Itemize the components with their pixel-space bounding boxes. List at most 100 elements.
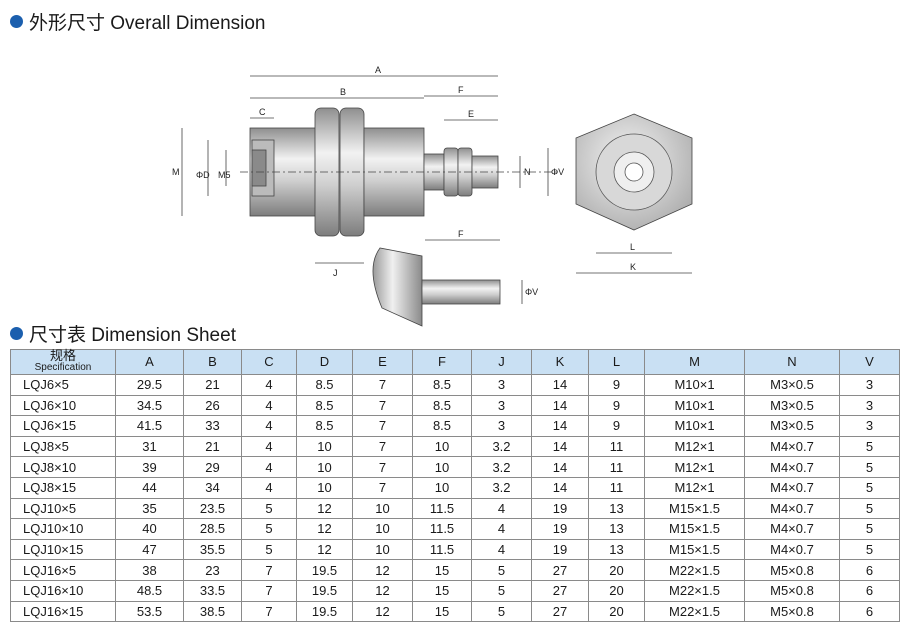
value-cell: 9 (588, 415, 645, 437)
value-cell: 35.5 (183, 538, 242, 561)
col-header: B (183, 349, 242, 375)
label-c: C (259, 107, 266, 117)
value-cell: M3×0.5 (744, 415, 840, 437)
value-cell: 6 (839, 579, 900, 602)
value-cell: 12 (296, 538, 353, 561)
front-view (575, 113, 693, 274)
value-cell: M10×1 (644, 415, 745, 437)
value-cell: 10 (412, 476, 472, 499)
value-cell: 7 (352, 394, 413, 417)
value-cell: 7 (352, 435, 413, 458)
label-j: J (333, 268, 338, 278)
spec-cell: LQJ10×15 (10, 538, 116, 561)
value-cell: 4 (241, 415, 297, 437)
value-cell: 10 (352, 497, 413, 520)
value-cell: 7 (352, 374, 413, 396)
value-cell: 47 (115, 538, 184, 561)
value-cell: 8.5 (412, 415, 472, 437)
spec-cell: LQJ8×15 (10, 476, 116, 499)
label-v-detail: ΦV (525, 287, 538, 297)
value-cell: 7 (241, 579, 297, 602)
value-cell: 21 (183, 435, 242, 458)
value-cell: 11 (588, 476, 645, 499)
value-cell: M4×0.7 (744, 518, 840, 540)
dimension-sheet-title: 尺寸表 Dimension Sheet (10, 320, 236, 347)
value-cell: 12 (352, 579, 413, 602)
value-cell: 14 (531, 435, 589, 458)
spec-cell: LQJ8×5 (10, 435, 116, 458)
value-cell: 41.5 (115, 415, 184, 437)
spec-cell: LQJ6×10 (10, 394, 116, 417)
value-cell: 6 (839, 600, 900, 623)
value-cell: M4×0.7 (744, 476, 840, 499)
label-m5: M5 (218, 170, 231, 180)
col-header: C (241, 349, 297, 375)
value-cell: 4 (241, 374, 297, 396)
value-cell: 27 (531, 579, 589, 602)
value-cell: 10 (352, 518, 413, 540)
value-cell: 12 (352, 559, 413, 581)
value-cell: 23 (183, 559, 242, 581)
label-b: B (340, 87, 346, 97)
value-cell: M3×0.5 (744, 374, 840, 396)
value-cell: 34 (183, 476, 242, 499)
value-cell: 31 (115, 435, 184, 458)
value-cell: 5 (241, 497, 297, 520)
value-cell: M22×1.5 (644, 579, 745, 602)
col-header: E (352, 349, 413, 375)
overall-dimension-title: 外形尺寸 Overall Dimension (10, 8, 266, 35)
value-cell: 12 (296, 518, 353, 540)
value-cell: 5 (241, 518, 297, 540)
dimension-labels: A B C F E M ΦD M5 N ΦV J F ΦV L K (172, 65, 636, 297)
spec-cell: LQJ10×10 (10, 518, 116, 540)
value-cell: 5 (839, 476, 900, 499)
value-cell: 3 (839, 394, 900, 417)
value-cell: 29 (183, 456, 242, 478)
value-cell: 5 (471, 600, 532, 623)
label-l: L (630, 242, 635, 252)
value-cell: 4 (241, 456, 297, 478)
value-cell: 4 (471, 497, 532, 520)
value-cell: 13 (588, 497, 645, 520)
value-cell: 11.5 (412, 518, 472, 540)
value-cell: 20 (588, 559, 645, 581)
value-cell: 7 (352, 415, 413, 437)
value-cell: 13 (588, 518, 645, 540)
value-cell: 4 (241, 476, 297, 499)
value-cell: 33.5 (183, 579, 242, 602)
value-cell: 27 (531, 600, 589, 623)
value-cell: M4×0.7 (744, 435, 840, 458)
value-cell: 11 (588, 435, 645, 458)
value-cell: M4×0.7 (744, 538, 840, 561)
value-cell: 12 (352, 600, 413, 623)
value-cell: M3×0.5 (744, 394, 840, 417)
value-cell: 34.5 (115, 394, 184, 417)
value-cell: 38 (115, 559, 184, 581)
value-cell: 9 (588, 394, 645, 417)
value-cell: M12×1 (644, 476, 745, 499)
value-cell: 14 (531, 476, 589, 499)
value-cell: 15 (412, 579, 472, 602)
value-cell: 5 (839, 518, 900, 540)
value-cell: 8.5 (412, 394, 472, 417)
value-cell: 27 (531, 559, 589, 581)
col-header: J (471, 349, 532, 375)
value-cell: 10 (412, 435, 472, 458)
value-cell: 7 (352, 456, 413, 478)
value-cell: 3 (471, 394, 532, 417)
dimension-drawing: A B C F E M ΦD M5 N ΦV J F ΦV L K (172, 65, 693, 327)
value-cell: 4 (471, 518, 532, 540)
value-cell: M5×0.8 (744, 559, 840, 581)
col-header: V (839, 349, 900, 375)
value-cell: 35 (115, 497, 184, 520)
value-cell: 15 (412, 600, 472, 623)
value-cell: M22×1.5 (644, 600, 745, 623)
spec-cell: LQJ6×5 (10, 374, 116, 396)
dimension-table: 规格 Specification A B C D E F J K L M N V… (10, 349, 900, 623)
